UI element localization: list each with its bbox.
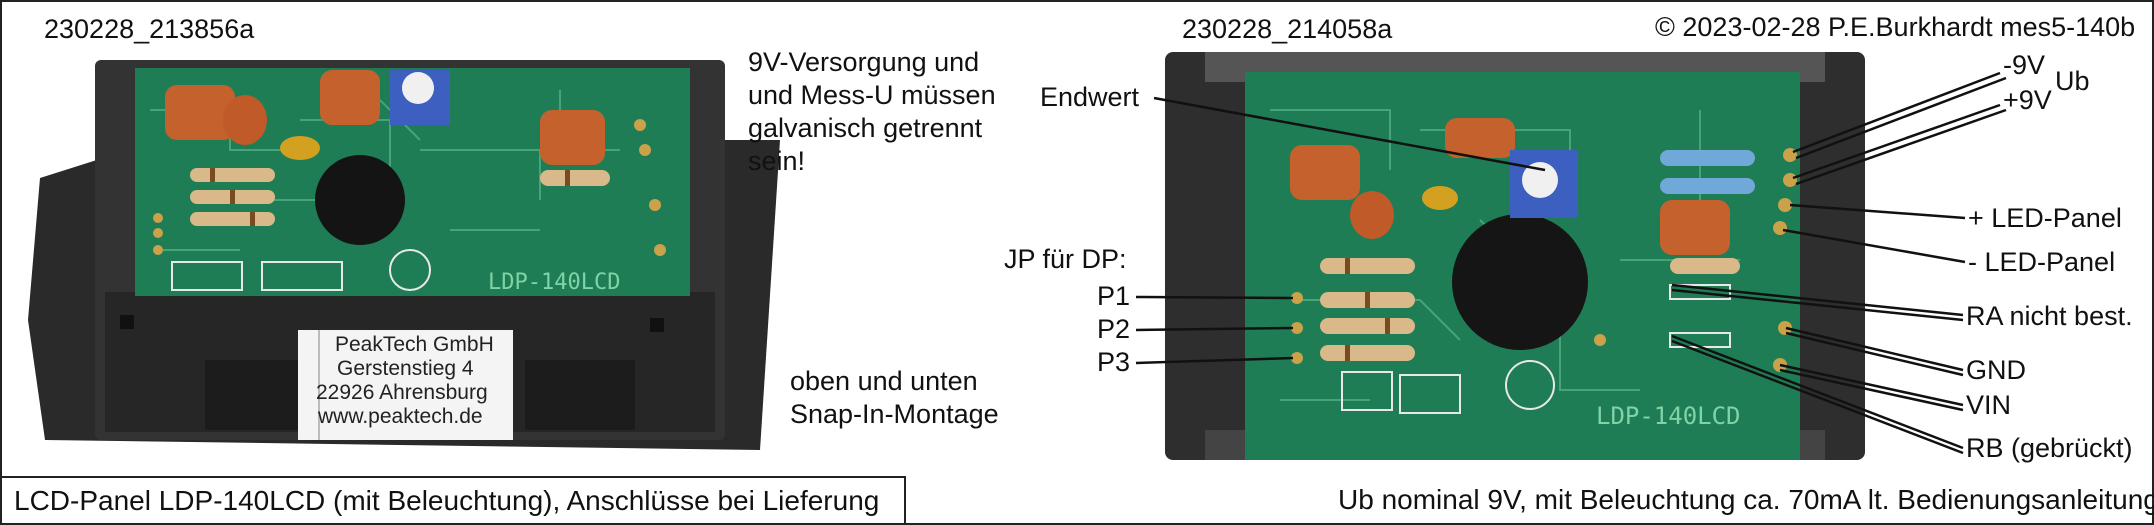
label-plus-9v: +9V — [2003, 85, 2052, 115]
right-board-model: LDP-140LCD — [1596, 402, 1741, 430]
left-caption: LCD-Panel LDP-140LCD (mit Beleuchtung), … — [14, 485, 880, 516]
sticker-line-3: 22926 Ahrensburg — [316, 381, 488, 404]
label-vin: VIN — [1966, 390, 2012, 420]
leader-p1 — [1135, 295, 1294, 300]
leader-endwert — [1153, 96, 1546, 172]
leader-led-minus — [1782, 228, 1966, 264]
right-cap-2 — [1445, 118, 1515, 158]
sticker-line-4: www.peaktech.de — [318, 405, 483, 428]
left-filename: 230228_213856a — [44, 14, 255, 44]
callout-lines — [1135, 71, 2007, 455]
label-led-plus: + LED-Panel — [1968, 203, 2122, 233]
label-minus-9v: -9V — [2003, 50, 2046, 80]
leader-led-plus — [1789, 203, 1966, 220]
left-cap-1 — [165, 85, 235, 140]
label-gnd: GND — [1966, 355, 2026, 385]
label-p3: P3 — [1097, 347, 1131, 377]
leader-p3 — [1135, 356, 1294, 365]
leader-ra — [1671, 283, 1964, 317]
left-board-model: LDP-140LCD — [488, 270, 621, 295]
right-photo — [1165, 52, 1865, 460]
left-note-mount-1: oben und unten — [790, 366, 978, 396]
left-note-supply: 9V-Versorgung und und Mess-U müssen galv… — [748, 47, 996, 176]
label-jp-title: JP für DP: — [1004, 244, 1127, 274]
left-photo — [28, 60, 780, 450]
right-cap-3 — [1660, 200, 1730, 255]
leader-rb — [1671, 334, 1964, 450]
left-cap-3 — [540, 110, 605, 165]
left-note-mount-2: Snap-In-Montage — [790, 399, 999, 429]
right-caption: Ub nominal 9V, mit Beleuchtung ca. 70mA … — [1338, 484, 2154, 515]
left-cap-2 — [320, 70, 380, 125]
label-ra: RA nicht best. — [1966, 301, 2133, 331]
label-ub: Ub — [2055, 66, 2090, 96]
leader-minus9v — [1792, 71, 2001, 154]
label-p2: P2 — [1097, 314, 1131, 344]
right-filename: 230228_214058a — [1182, 14, 1393, 44]
label-rb: RB (gebrückt) — [1966, 433, 2133, 463]
label-endwert: Endwert — [1040, 82, 1140, 112]
leader-gnd — [1785, 326, 1964, 372]
leader-vin — [1779, 363, 1964, 407]
sticker-line-2: Gerstenstieg 4 — [337, 357, 474, 380]
label-led-minus: - LED-Panel — [1968, 247, 2116, 277]
leader-plus9v — [1792, 103, 2001, 180]
label-p1: P1 — [1097, 281, 1131, 311]
copyright: © 2023-02-28 P.E.Burkhardt mes5-140b — [1655, 12, 2136, 42]
leader-p2 — [1135, 326, 1294, 332]
sticker-line-1: PeakTech GmbH — [335, 333, 494, 356]
left-pcb-hole — [315, 155, 405, 245]
left-sticker — [298, 330, 513, 440]
left-caption-box: LCD-Panel LDP-140LCD (mit Beleuchtung), … — [2, 476, 906, 523]
right-pcb-hole — [1452, 214, 1588, 350]
right-cap-1 — [1290, 145, 1360, 200]
